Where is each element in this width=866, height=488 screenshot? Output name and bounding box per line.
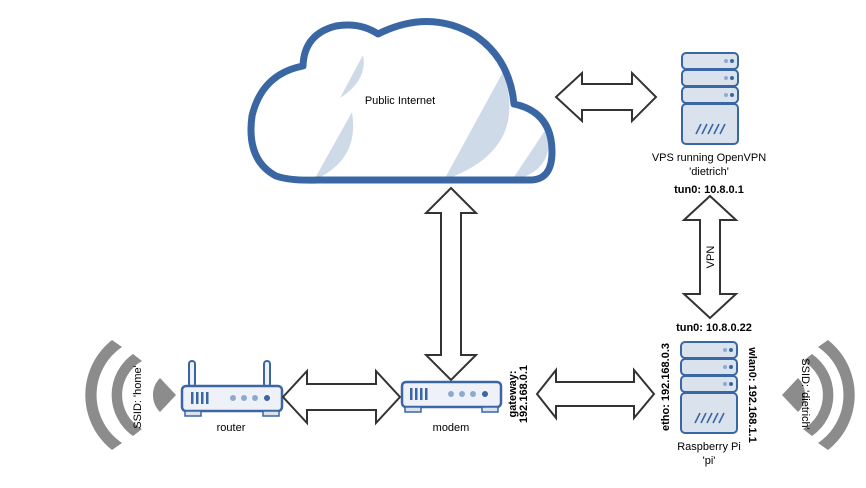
pi-name: 'pi'	[703, 455, 716, 467]
modem-label: modem	[433, 422, 470, 434]
server-icon	[681, 52, 739, 145]
router-label: router	[217, 422, 246, 434]
cloud-shading	[314, 55, 550, 180]
cloud-public-internet: Public Internet	[247, 18, 556, 184]
cloud-icon	[247, 18, 556, 184]
pi-wlan-label: wlan0: 192.168.1.1	[746, 346, 758, 442]
vpn-label: VPN	[705, 246, 717, 269]
vps-server	[681, 52, 739, 145]
arrow-vpn	[681, 194, 739, 320]
vps-name: 'dietrich'	[689, 166, 729, 178]
modem-gateway-ip: 192.168.0.1	[518, 365, 530, 423]
raspberry-pi-server	[680, 341, 738, 434]
modem-icon	[400, 380, 503, 413]
router-wifi-signal-icon	[85, 340, 176, 450]
pi-label: Raspberry Pi	[677, 441, 741, 453]
router-icon	[180, 360, 284, 417]
vps-label: VPS running OpenVPN	[652, 152, 766, 164]
router-ssid-label: SSID: 'home'	[132, 365, 144, 429]
vps-tun0-label: tun0: 10.8.0.1	[674, 184, 744, 196]
arrow-router-modem	[281, 368, 402, 426]
arrow-cloud-vps	[554, 70, 658, 124]
server-icon	[680, 341, 738, 434]
modem	[400, 380, 503, 413]
pi-ssid-label: SSID: 'dietrich'	[799, 358, 811, 429]
pi-wifi-signal-icon	[782, 340, 855, 450]
modem-gateway-label: gateway:	[507, 370, 519, 417]
arrow-modem-pi	[535, 367, 656, 421]
cloud-label: Public Internet	[365, 95, 435, 107]
pi-tun0-label: tun0: 10.8.0.22	[676, 322, 752, 334]
arrow-cloud-modem	[423, 186, 479, 382]
pi-eth-label: etho: 192.168.0.3	[660, 343, 672, 431]
router	[180, 360, 284, 417]
